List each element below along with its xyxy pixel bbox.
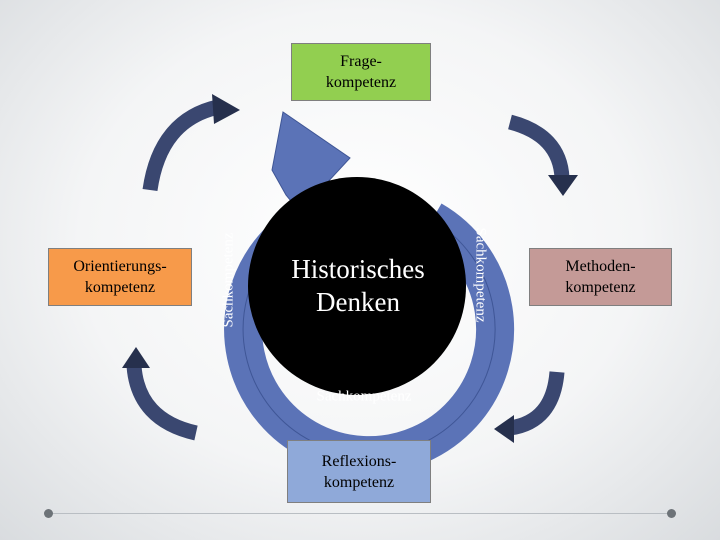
ring-label-right: Sachkompetenz	[472, 227, 489, 323]
box-orientierungskompetenz-label: Orientierungs- kompetenz	[73, 258, 167, 296]
box-methodenkompetenz: Methoden- kompetenz	[529, 248, 672, 306]
frame-line	[48, 513, 672, 514]
frame-dot-right	[667, 509, 676, 518]
box-fragekompetenz-label: Frage- kompetenz	[325, 53, 397, 91]
ring-label-bottom: Sachkompetenz	[316, 388, 412, 405]
cycle-arrow-top-left	[142, 94, 240, 192]
cycle-arrow-top-right	[507, 114, 578, 196]
box-reflexionskompetenz: Reflexions- kompetenz	[287, 440, 431, 503]
box-methodenkompetenz-label: Methoden- kompetenz	[565, 258, 636, 296]
cycle-arrow-bottom-left	[122, 347, 198, 441]
ring-label-left: Sachkompetenz	[220, 232, 237, 328]
box-reflexionskompetenz-label: Reflexions- kompetenz	[321, 452, 397, 491]
frame-dot-left	[44, 509, 53, 518]
cycle-arrow-bottom-right	[494, 371, 565, 443]
box-orientierungskompetenz: Orientierungs- kompetenz	[48, 248, 192, 306]
center-disc	[248, 177, 466, 395]
center-title: Historisches Denken	[291, 254, 425, 317]
box-fragekompetenz: Frage- kompetenz	[291, 43, 431, 101]
